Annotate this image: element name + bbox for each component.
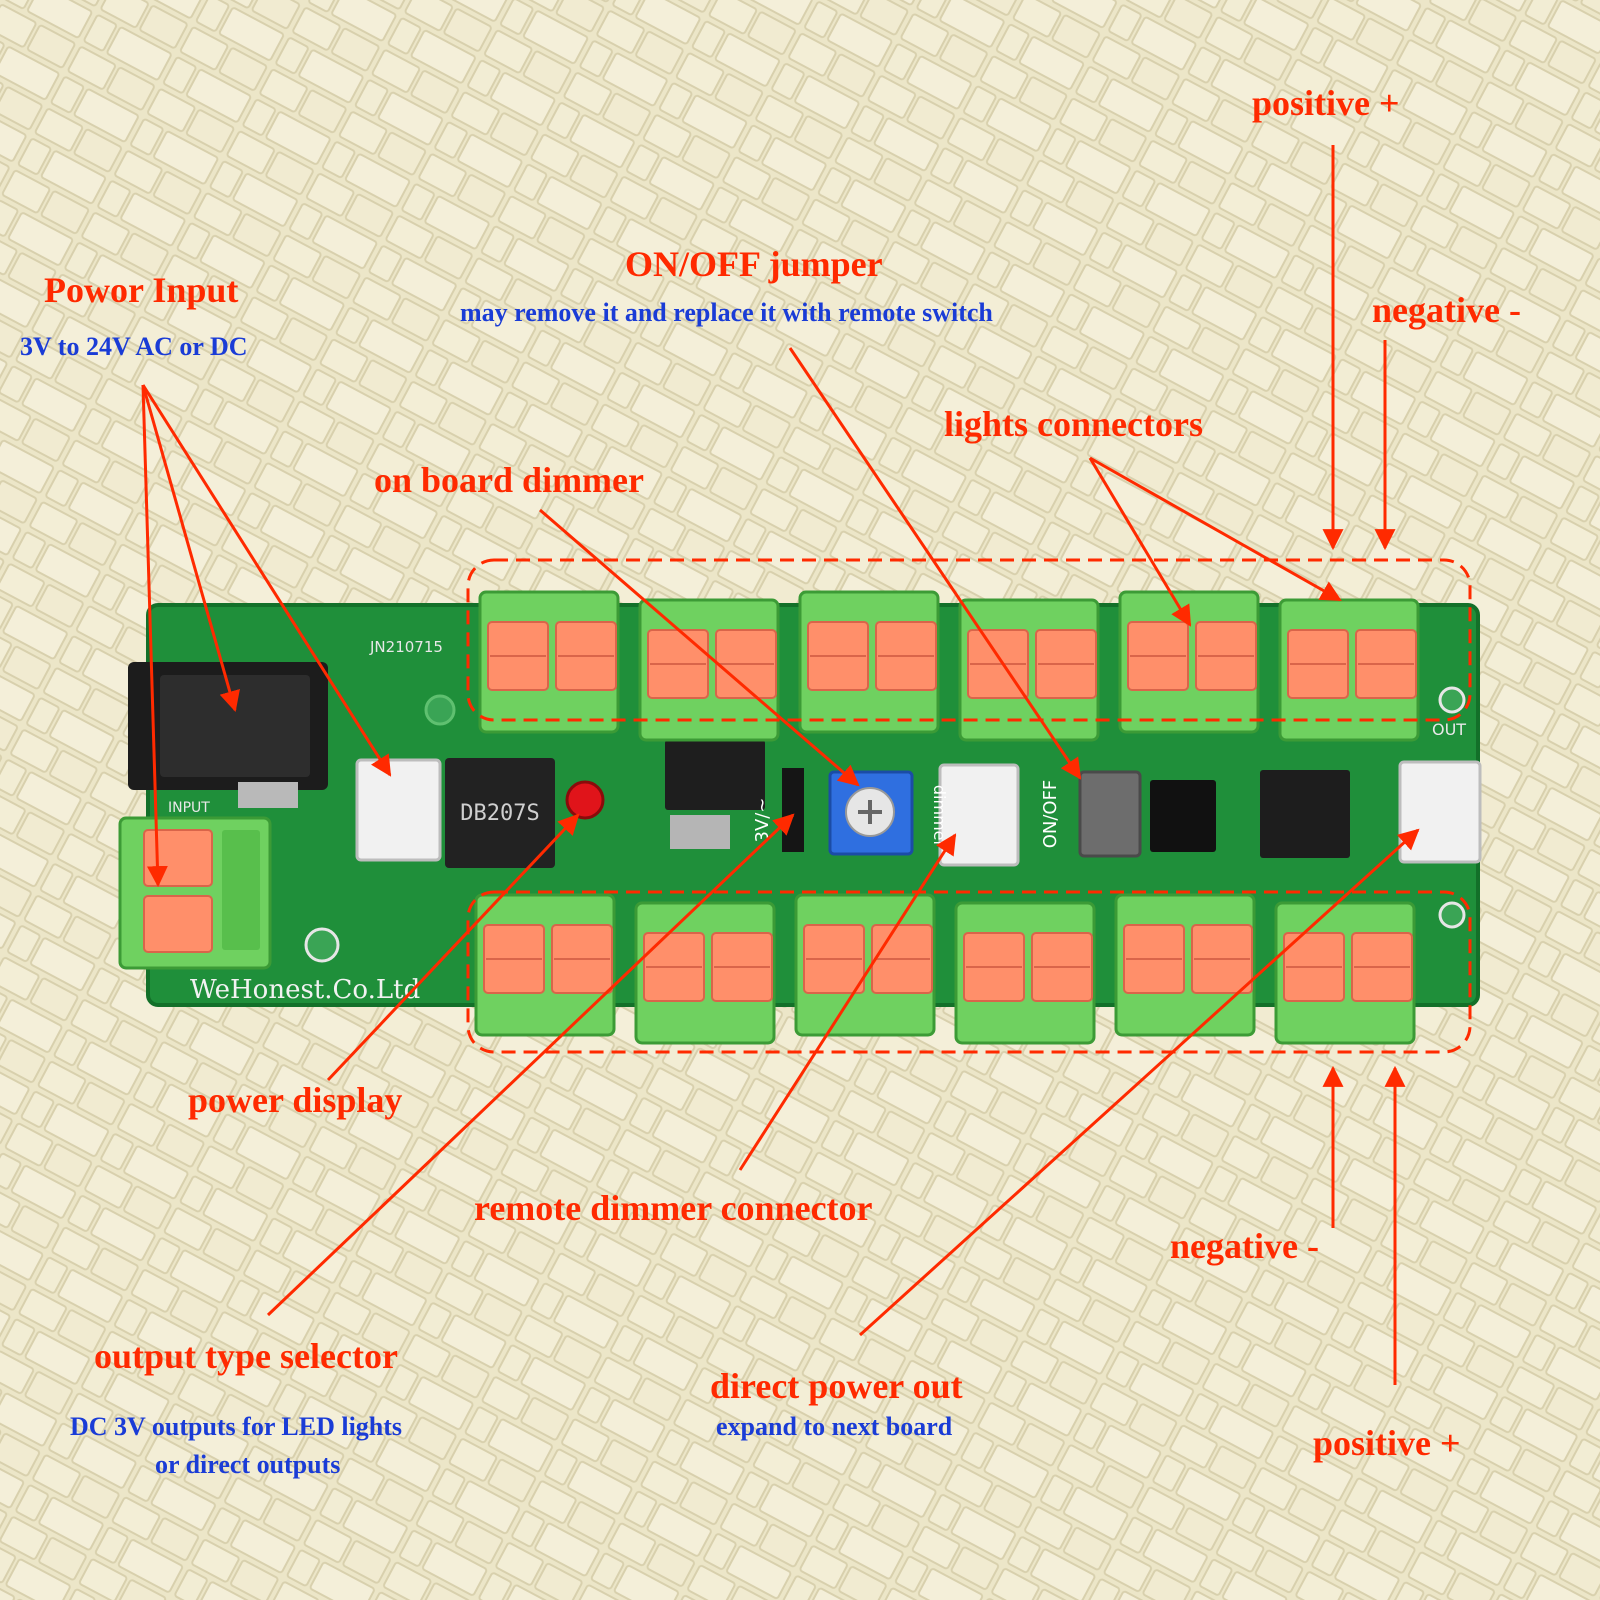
output-jst-connector (1398, 760, 1482, 864)
mosfet (1260, 770, 1350, 858)
push-terminal (954, 901, 1096, 1045)
annotation-arrows (141, 145, 1420, 1385)
selector-silkscreen: 3V/~ (752, 798, 773, 843)
power-input-label: Powor Input (44, 270, 239, 310)
out-silkscreen: OUT (1432, 720, 1466, 739)
brand-silkscreen: WeHonest.Co.Ltd (190, 975, 420, 1005)
power-input-sublabel: 3V to 24V AC or DC (20, 332, 248, 361)
output-type-sublabel-2: or direct outputs (155, 1450, 341, 1479)
onoff-jumper-label: ON/OFF jumper (625, 244, 883, 284)
dimmer-potentiometer (828, 770, 914, 856)
negative-top-label: negative - (1372, 290, 1521, 330)
push-terminal (634, 901, 776, 1045)
mount-hole (304, 927, 340, 963)
output-type-sublabel-1: DC 3V outputs for LED lights (70, 1412, 403, 1441)
power-display-label: power display (188, 1080, 403, 1120)
bottom-terminal-row (474, 893, 1416, 1045)
output-selector-jumper (782, 768, 804, 852)
direct-power-out-sublabel: expand to next board (716, 1412, 953, 1441)
push-terminal (1274, 901, 1416, 1045)
output-type-selector-label: output type selector (94, 1336, 398, 1376)
input-silkscreen: INPUT (168, 800, 210, 816)
top-connectors-highlight (466, 558, 1472, 722)
dimmer-silkscreen: dimmer (930, 785, 949, 848)
push-terminal (798, 590, 940, 734)
lights-connectors-label: lights connectors (944, 404, 1203, 444)
top-terminal-row (478, 590, 1420, 742)
positive-bottom-label: positive + (1313, 1423, 1461, 1463)
negative-bottom-label: negative - (1170, 1226, 1319, 1266)
push-terminal (638, 598, 780, 742)
remote-dimmer-jst-connector (938, 763, 1020, 867)
circuit-board: DB207S 3V/~ dimmer ON/OFF WeHonest.Co.Lt… (118, 590, 1482, 1045)
positive-top-label: positive + (1252, 83, 1400, 123)
voltage-regulator (665, 740, 765, 810)
input-jst-connector (355, 758, 442, 862)
push-terminal (474, 893, 616, 1037)
mount-hole (424, 694, 456, 726)
push-terminal (478, 590, 620, 734)
push-terminal (1278, 598, 1420, 742)
bridge-chip-marking: DB207S (460, 801, 539, 826)
direct-power-out-label: direct power out (710, 1366, 963, 1406)
switch-ic (1150, 780, 1216, 852)
board-code-silkscreen: JN210715 (369, 638, 443, 656)
mount-hole (1438, 686, 1466, 714)
onoff-jumper-sublabel: may remove it and replace it with remote… (460, 298, 993, 327)
push-terminal (1118, 590, 1260, 734)
bridge-rectifier-chip (445, 758, 555, 868)
power-led (565, 780, 605, 820)
remote-dimmer-connector-label: remote dimmer connector (474, 1188, 873, 1228)
push-terminal (958, 598, 1100, 742)
on-board-dimmer-label: on board dimmer (374, 460, 644, 500)
onoff-jumper (1078, 770, 1142, 858)
bottom-connectors-highlight (466, 890, 1472, 1054)
onoff-silkscreen: ON/OFF (1040, 780, 1061, 849)
push-terminal (1114, 893, 1256, 1037)
mount-hole (1438, 901, 1466, 929)
input-terminal (118, 816, 272, 970)
push-terminal (794, 893, 936, 1037)
